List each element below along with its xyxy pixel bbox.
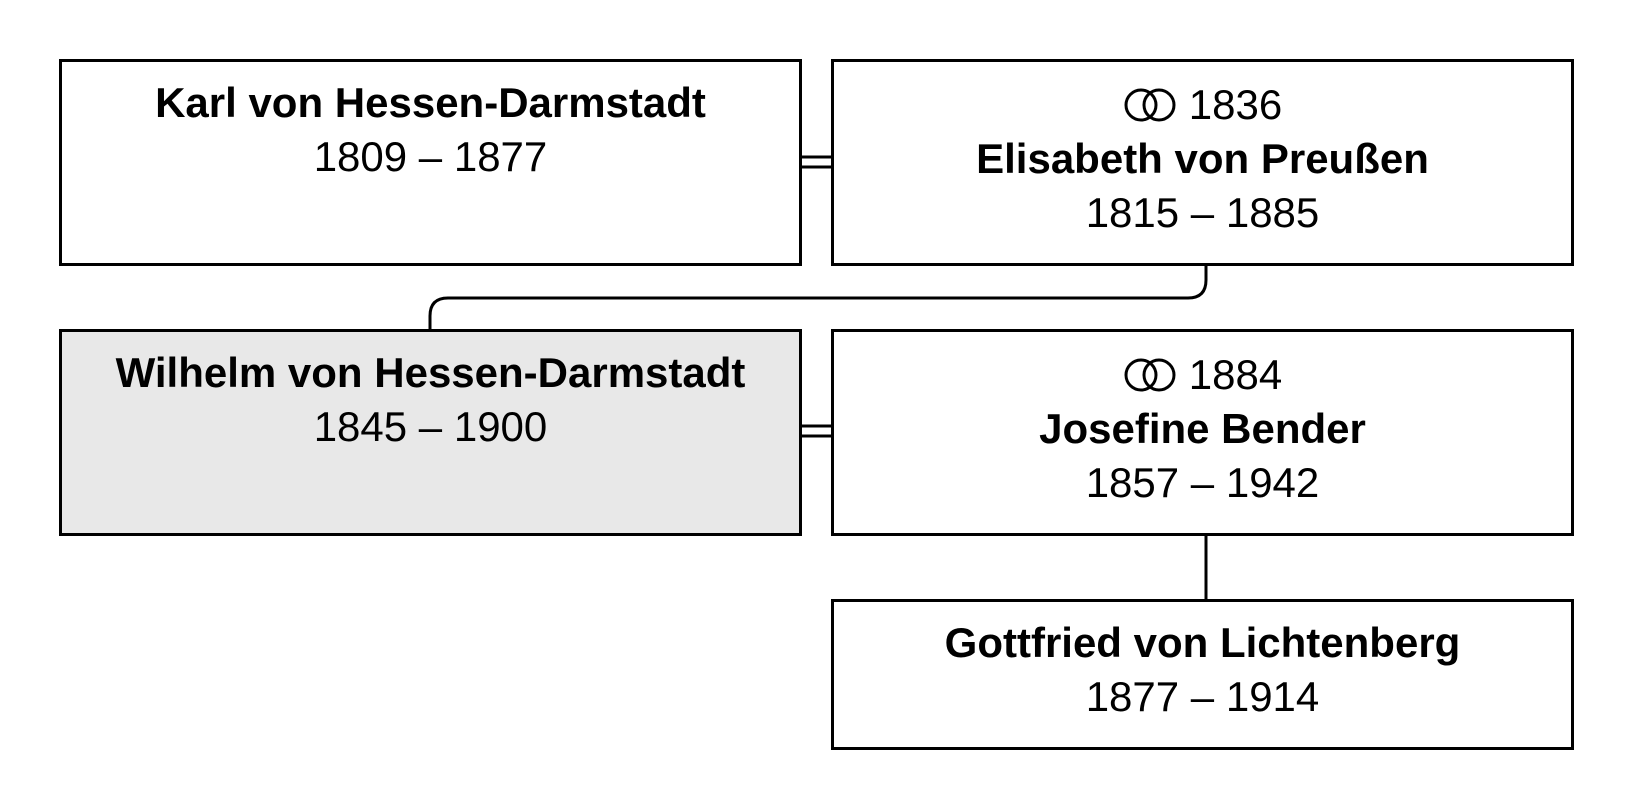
person-dates: 1845 – 1900 <box>313 403 548 450</box>
interlocked-rings-icon <box>1124 88 1176 122</box>
person-dates: 1809 – 1877 <box>313 133 548 180</box>
marriage-year: 1884 <box>1188 351 1283 398</box>
person-card-elisabeth[interactable]: 1836 Elisabeth von Preußen 1815 – 1885 <box>831 59 1574 266</box>
person-card-wilhelm[interactable]: Wilhelm von Hessen-Darmstadt 1845 – 1900 <box>59 329 802 536</box>
person-card-josefine[interactable]: 1884 Josefine Bender 1857 – 1942 <box>831 329 1574 536</box>
person-dates: 1815 – 1885 <box>1085 189 1320 236</box>
person-name: Josefine Bender <box>1039 405 1366 452</box>
person-name: Karl von Hessen-Darmstadt <box>155 79 706 126</box>
person-dates: 1877 – 1914 <box>1085 673 1320 720</box>
person-dates: 1857 – 1942 <box>1085 459 1320 506</box>
person-card-gottfried[interactable]: Gottfried von Lichtenberg 1877 – 1914 <box>831 599 1574 750</box>
marriage-info: 1884 <box>834 348 1571 402</box>
person-name: Wilhelm von Hessen-Darmstadt <box>115 349 746 396</box>
person-card-karl[interactable]: Karl von Hessen-Darmstadt 1809 – 1877 <box>59 59 802 266</box>
person-name: Elisabeth von Preußen <box>976 135 1429 182</box>
marriage-info: 1836 <box>834 78 1571 132</box>
marriage-connector-1836 <box>801 155 832 169</box>
descent-line-wilhelm <box>428 266 1208 330</box>
marriage-year: 1836 <box>1188 81 1283 128</box>
interlocked-rings-icon <box>1124 358 1176 392</box>
person-name: Gottfried von Lichtenberg <box>944 619 1461 666</box>
marriage-connector-1884 <box>801 424 832 438</box>
